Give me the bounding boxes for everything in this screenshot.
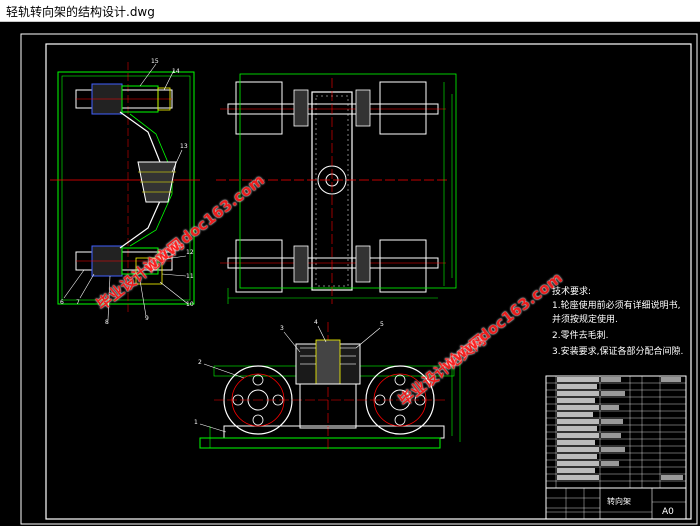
callout-11: 11 bbox=[186, 273, 194, 280]
tech-requirement-1: 1.轮座使用前必须有详细说明书, bbox=[552, 301, 681, 311]
callout-1: 1 bbox=[194, 419, 198, 426]
callout-3: 3 bbox=[280, 325, 284, 332]
callout-7: 7 bbox=[76, 299, 80, 306]
callout-10: 10 bbox=[186, 301, 194, 308]
callout-12: 12 bbox=[186, 249, 194, 256]
outer-frame bbox=[20, 33, 698, 525]
callout-6: 6 bbox=[60, 299, 64, 306]
tech-requirement-2: 2.零件去毛刺. bbox=[552, 331, 609, 341]
callout-2: 2 bbox=[198, 359, 202, 366]
callout-4: 4 bbox=[314, 319, 318, 326]
parts-list-table bbox=[545, 375, 687, 520]
inner-frame bbox=[45, 43, 692, 520]
cad-drawing-canvas[interactable]: 15 14 13 12 11 10 9 8 7 6 1 2 3 4 5 转向架 … bbox=[0, 22, 700, 526]
callout-5: 5 bbox=[380, 321, 384, 328]
plan-view bbox=[216, 73, 457, 304]
window-title: 轻轨转向架的结构设计.dwg bbox=[6, 5, 155, 19]
callout-13: 13 bbox=[180, 143, 188, 150]
callout-8: 8 bbox=[105, 319, 109, 326]
part-callouts: 15 14 13 12 11 10 9 8 7 6 1 2 3 4 5 bbox=[60, 58, 384, 426]
callout-9: 9 bbox=[145, 315, 149, 322]
callout-15: 15 bbox=[151, 58, 159, 65]
tech-requirements-heading: 技术要求: bbox=[552, 287, 592, 297]
tech-requirement-1b: 并须按规定使用. bbox=[552, 315, 618, 325]
window-titlebar: 轻轨转向架的结构设计.dwg bbox=[0, 0, 700, 22]
side-view bbox=[50, 62, 200, 321]
callout-14: 14 bbox=[172, 68, 180, 75]
tech-requirement-3: 3.安装要求,保证各部分配合间隙. bbox=[552, 347, 684, 357]
front-view bbox=[199, 322, 461, 452]
title-block-sheet-size: A0 bbox=[662, 507, 674, 517]
drawing-svg: 15 14 13 12 11 10 9 8 7 6 1 2 3 4 5 转向架 … bbox=[20, 33, 698, 525]
title-block-name: 转向架 bbox=[607, 496, 631, 506]
